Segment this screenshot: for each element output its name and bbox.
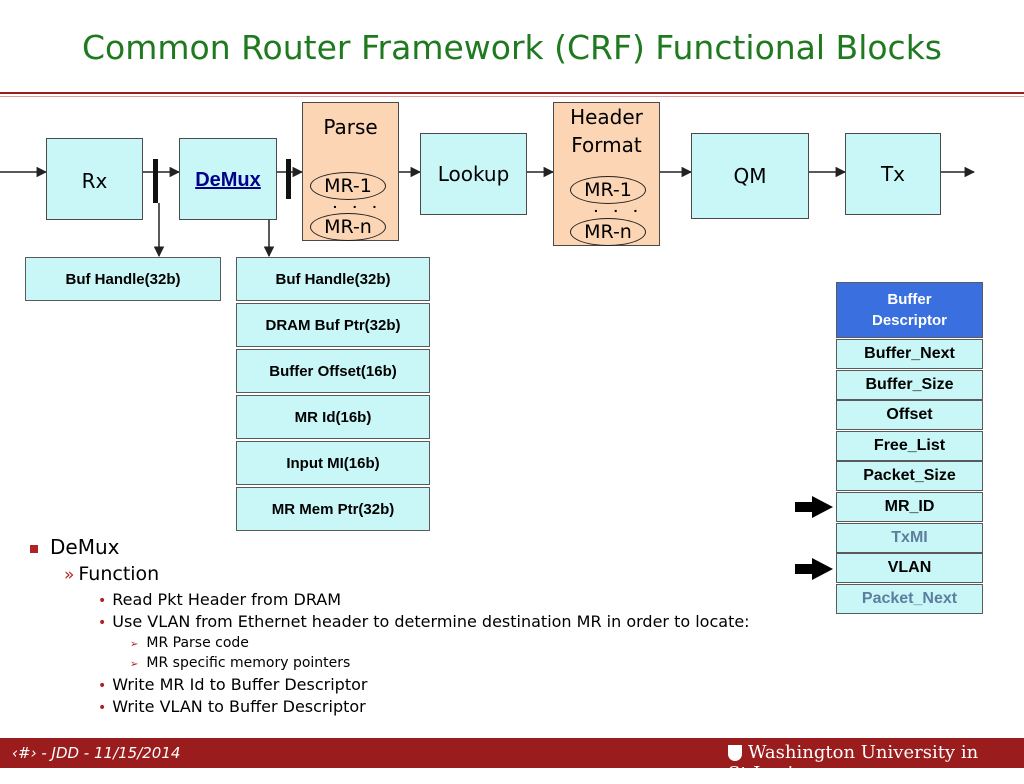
rx-block: Rx — [46, 138, 143, 220]
bullet-item-text: Read Pkt Header from DRAM — [112, 590, 342, 609]
bullet-item: • Use VLAN from Ethernet header to determ… — [98, 612, 750, 631]
tx-block: Tx — [845, 133, 941, 215]
title-rule-thin — [0, 96, 1024, 97]
bullet-l2: »Function — [64, 563, 159, 585]
bullet-item: • Write VLAN to Buffer Descriptor — [98, 697, 366, 716]
bullet-item: • Read Pkt Header from DRAM — [98, 590, 341, 609]
bd-field-mr-id: MR_ID — [836, 492, 983, 522]
dot-bullet-icon: • — [98, 678, 107, 694]
bullet-l1: DeMux — [30, 535, 119, 559]
dot-bullet-icon: • — [98, 593, 107, 609]
bullet-l2-text: Function — [78, 563, 160, 585]
arrowhead-bullet-icon: ➢ — [130, 659, 139, 670]
bullet-subitem-text: MR Parse code — [146, 635, 249, 651]
demux-field-dram-buf-ptr: DRAM Buf Ptr(32b) — [236, 303, 430, 347]
header-format-mr-last: MR-n — [570, 218, 646, 246]
bullet-item-text: Use VLAN from Ethernet header to determi… — [112, 612, 750, 631]
mr-id-pointer-arrow — [795, 496, 833, 518]
bd-field-free-list: Free_List — [836, 431, 983, 461]
rx-label: Rx — [81, 169, 108, 193]
square-bullet-icon — [30, 544, 38, 553]
university-shield-icon — [728, 745, 742, 761]
title-rule — [0, 92, 1024, 94]
bullet-subitem-text: MR specific memory pointers — [146, 655, 351, 671]
footer-university-text: Washington University in St.Louis — [728, 742, 979, 784]
header-format-label-line2: Format — [571, 133, 642, 157]
parse-mr-last: MR-n — [310, 213, 386, 241]
bd-field-packet-size: Packet_Size — [836, 461, 983, 491]
lookup-block: Lookup — [420, 133, 527, 215]
bullet-l1-text: DeMux — [50, 535, 120, 559]
vlan-pointer-arrow — [795, 558, 833, 580]
bd-field-buffer-size: Buffer_Size — [836, 370, 983, 400]
bullet-subitem: ➢ MR Parse code — [130, 635, 249, 651]
footer-university: Washington University in St.Louis — [728, 742, 1024, 784]
rx-demux-barrier — [153, 159, 158, 203]
parse-label: Parse — [323, 115, 378, 139]
buffer-descriptor-header-line1: Buffer — [887, 291, 932, 308]
demux-parse-barrier — [286, 159, 291, 199]
bd-field-vlan: VLAN — [836, 553, 983, 583]
header-format-ellipsis: . . . — [594, 199, 644, 215]
bd-field-buffer-next: Buffer_Next — [836, 339, 983, 369]
footer-slide-info: ‹#› - JDD - 11/15/2014 — [12, 744, 181, 762]
buffer-descriptor-header-line2: Descriptor — [871, 312, 948, 329]
parse-mr-first: MR-1 — [310, 172, 386, 200]
demux-label: DeMux — [195, 169, 261, 191]
bullet-item-text: Write MR Id to Buffer Descriptor — [112, 675, 368, 694]
dot-bullet-icon: • — [98, 700, 107, 716]
qm-block: QM — [691, 133, 809, 219]
bullet-item-text: Write VLAN to Buffer Descriptor — [112, 697, 366, 716]
demux-field-input-mi: Input MI(16b) — [236, 441, 430, 485]
demux-field-buffer-offset: Buffer Offset(16b) — [236, 349, 430, 393]
buffer-descriptor-header: Buffer Descriptor — [836, 282, 983, 338]
tx-label: Tx — [880, 162, 906, 186]
bullet-subitem: ➢ MR specific memory pointers — [130, 655, 350, 671]
footer-bar: ‹#› - JDD - 11/15/2014 Washington Univer… — [0, 738, 1024, 784]
demux-block: DeMux — [179, 138, 277, 220]
qm-label: QM — [729, 164, 771, 188]
demux-field-buf-handle: Buf Handle(32b) — [236, 257, 430, 301]
demux-field-mr-mem-ptr: MR Mem Ptr(32b) — [236, 487, 430, 531]
arrowhead-bullet-icon: ➢ — [130, 639, 139, 650]
bullet-item: • Write MR Id to Buffer Descriptor — [98, 675, 367, 694]
double-chevron-icon: » — [64, 565, 75, 585]
demux-field-mr-id: MR Id(16b) — [236, 395, 430, 439]
rx-buf-handle-field: Buf Handle(32b) — [25, 257, 221, 301]
bd-field-txmi: TxMI — [836, 523, 983, 553]
header-format-mr-first: MR-1 — [570, 176, 646, 204]
slide-title: Common Router Framework (CRF) Functional… — [81, 28, 942, 67]
dot-bullet-icon: • — [98, 615, 107, 631]
parse-ellipsis: . . . — [333, 195, 383, 211]
header-format-label-line1: Header — [570, 105, 643, 129]
lookup-label: Lookup — [437, 162, 510, 186]
bd-field-offset: Offset — [836, 400, 983, 430]
bd-field-packet-next: Packet_Next — [836, 584, 983, 614]
